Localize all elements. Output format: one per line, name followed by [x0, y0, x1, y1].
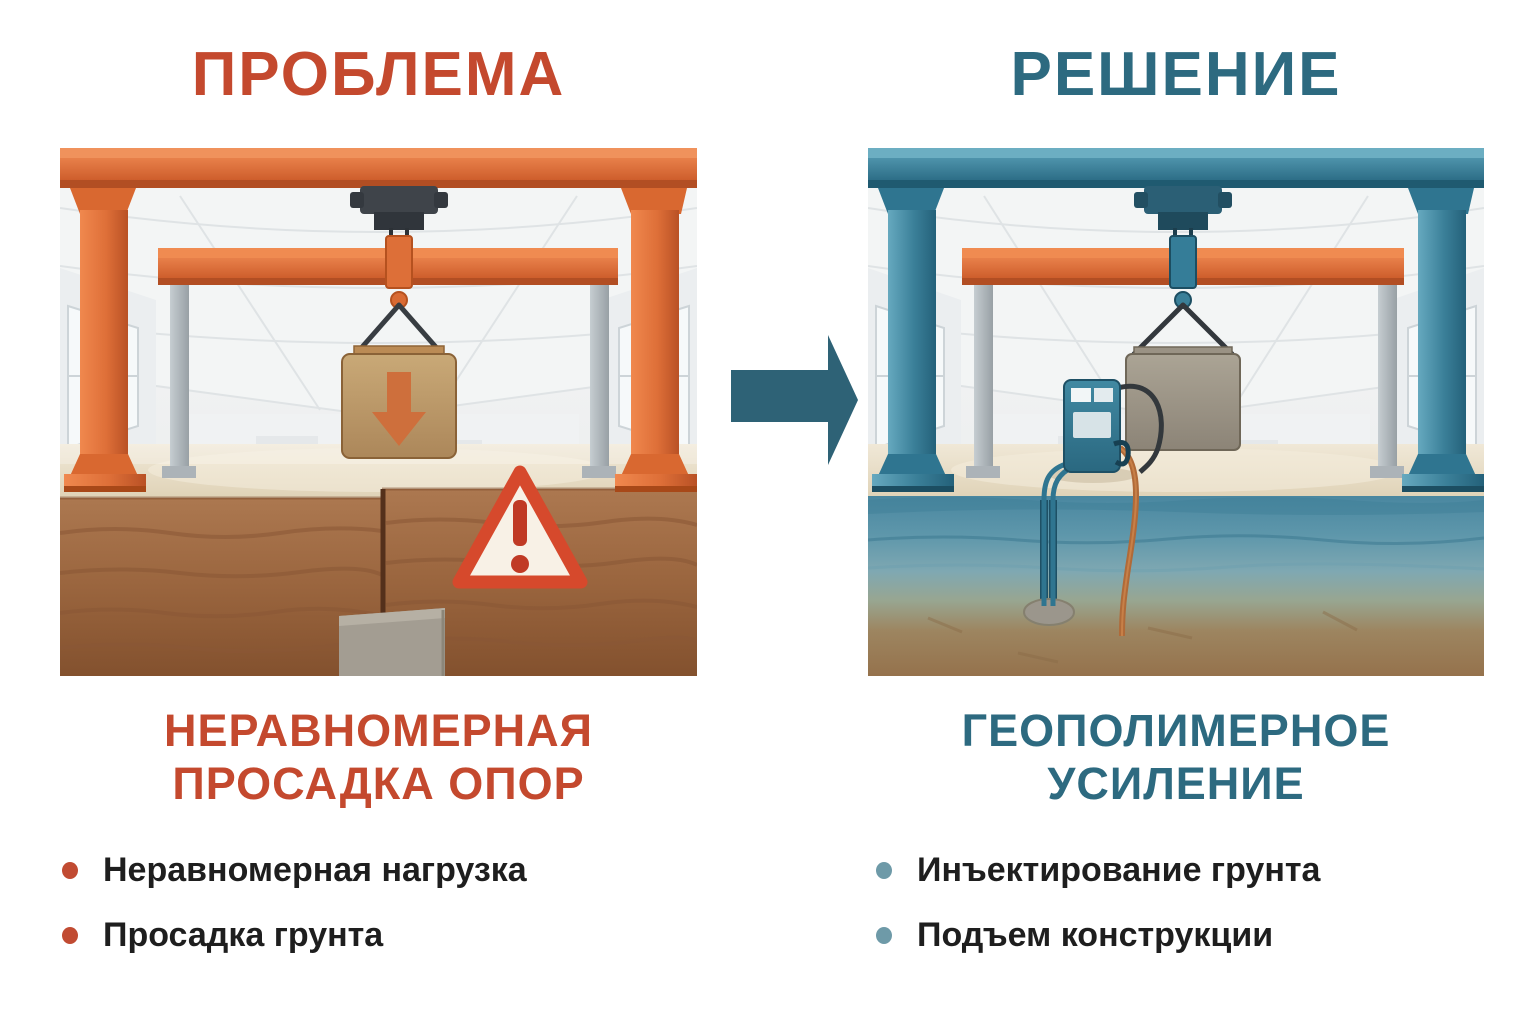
bullet-text: Неравномерная нагрузка — [103, 850, 527, 889]
warning-triangle-icon — [452, 465, 588, 589]
geopolymer-top-band — [868, 497, 1484, 515]
sling-cables — [1131, 302, 1235, 357]
problem-illustration — [60, 148, 697, 676]
down-arrow-icon — [372, 372, 426, 446]
load-box — [341, 353, 457, 459]
solution-subtitle-line2: УСИЛЕНИЕ — [1047, 758, 1305, 810]
concrete-footing — [339, 608, 445, 676]
bullet-dot — [62, 926, 78, 944]
solution-bullet-list: Инъектирование грунта Подъем конструкции — [876, 848, 1516, 978]
pump-display — [1073, 412, 1111, 438]
soil-strata-lines — [60, 516, 697, 654]
grout-bulb — [1023, 598, 1075, 626]
solution-illustration-svg — [868, 148, 1484, 676]
bullet-text: Просадка грунта — [103, 915, 384, 954]
bullet-dot — [876, 861, 892, 879]
list-item: Просадка грунта — [62, 913, 702, 957]
problem-title: ПРОБЛЕМА — [191, 40, 566, 109]
main-orange-frame — [60, 148, 697, 492]
bullet-text: Инъектирование грунта — [917, 850, 1321, 889]
problem-subtitle-line1: НЕРАВНОМЕРНАЯ — [164, 705, 593, 756]
ceiling — [60, 188, 697, 416]
geopolymer-strata-lines — [868, 534, 1484, 664]
main-teal-frame — [868, 148, 1484, 492]
arrow-right-icon — [731, 335, 858, 465]
problem-subtitle: НЕРАВНОМЕРНАЯ ПРОСАДКА ОПОР — [60, 704, 697, 810]
pump-hose-dark — [1117, 383, 1164, 474]
soil-cross-section — [60, 487, 697, 676]
bullet-dot — [876, 926, 892, 944]
list-item: Подъем конструкции — [876, 913, 1516, 957]
problem-illustration-svg — [60, 148, 697, 676]
hoist-assembly — [1125, 186, 1241, 451]
hoist-assembly — [341, 186, 457, 459]
bullet-text: Подъем конструкции — [917, 915, 1274, 954]
bullet-dot — [62, 861, 78, 879]
solution-title: РЕШЕНИЕ — [1010, 40, 1342, 109]
list-item: Инъектирование грунта — [876, 848, 1516, 892]
solution-subtitle: ГЕОПОЛИМЕРНОЕ УСИЛЕНИЕ — [868, 704, 1484, 810]
geopolymer-soil-section — [868, 496, 1484, 676]
injection-pump — [1023, 379, 1164, 637]
floor-highlight — [951, 448, 1401, 492]
floor-highlight — [148, 448, 608, 492]
list-item: Неравномерная нагрузка — [62, 848, 702, 892]
pump-nozzle — [1113, 440, 1131, 467]
problem-bullet-list: Неравномерная нагрузка Просадка грунта — [62, 848, 702, 978]
problem-subtitle-line2: ПРОСАДКА ОПОР — [172, 758, 585, 810]
solution-subtitle-line1: ГЕОПОЛИМЕРНОЕ — [961, 705, 1391, 756]
solution-illustration — [868, 148, 1484, 676]
concrete-load-block — [1125, 353, 1241, 451]
